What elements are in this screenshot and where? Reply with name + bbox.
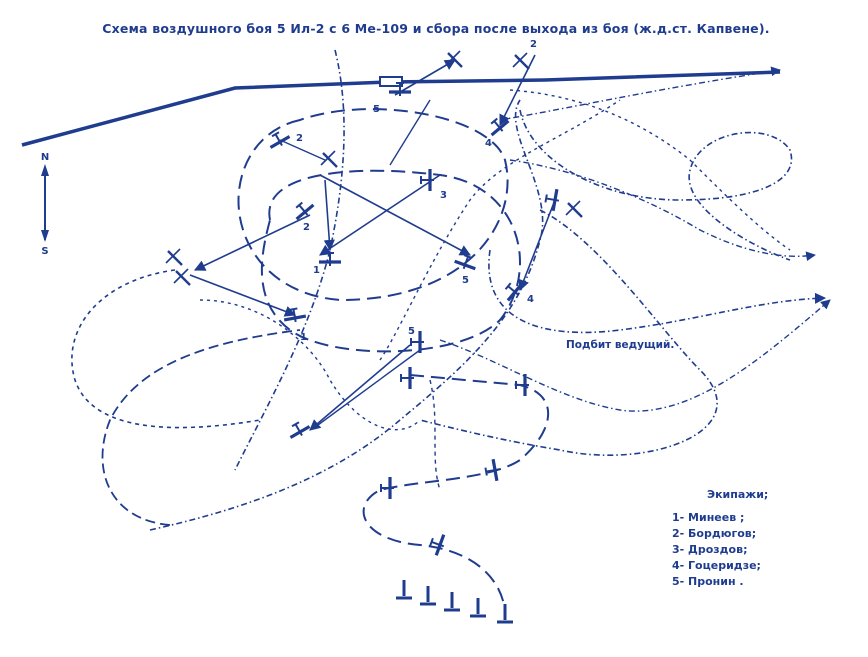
flight-path-b	[71, 269, 261, 429]
attack-line-5	[189, 274, 297, 317]
aircraft-number-label: 3	[440, 190, 447, 201]
attack-line-12	[279, 139, 326, 161]
defensive-circle-inner	[260, 169, 521, 353]
flight-path-m	[379, 99, 621, 361]
legend-crew-item: 1- Минеев ;	[672, 511, 744, 524]
attack-line-2	[323, 179, 335, 252]
formation-aircraft	[470, 598, 486, 618]
compass-arrow	[41, 164, 49, 242]
final-formation	[396, 580, 513, 624]
me109-fighter-symbol	[164, 247, 184, 267]
formation-aircraft	[420, 586, 436, 606]
flight-path-g	[419, 209, 718, 456]
railway-station-marker	[379, 76, 403, 87]
il2-aircraft-symbol	[399, 365, 416, 391]
aircraft-number-label: 2	[303, 222, 310, 233]
flight-path-c	[101, 329, 301, 526]
flight-path-e	[519, 109, 793, 261]
crew-legend: Экипажи; 1- Минеев ; 2- Бордюгов; 3- Дро…	[672, 488, 768, 588]
il2-aircraft-symbol	[426, 529, 450, 559]
formation-aircraft	[396, 580, 412, 600]
flight-path-f	[509, 89, 791, 251]
flight-path-l	[199, 299, 421, 431]
compass-north-label: N	[41, 152, 49, 163]
aircraft-number-label: 1	[313, 265, 320, 276]
legend-crew-item: 3- Дроздов;	[672, 543, 747, 556]
me109-fighter-symbol	[511, 51, 531, 71]
attack-line-8	[518, 199, 556, 292]
il2-aircraft-symbol	[284, 417, 314, 443]
il2-aircraft-symbol	[484, 112, 513, 140]
il2-aircraft-symbol	[317, 251, 343, 268]
me109-fighter-symbol	[172, 267, 192, 287]
me109-fighter-symbol	[564, 199, 584, 219]
attack-line-10	[499, 54, 536, 127]
aircraft-number-label: 1	[300, 332, 307, 343]
flight-path-j	[439, 299, 831, 412]
aircraft-number-label: 4	[485, 138, 492, 149]
il2-aircraft-symbol	[264, 127, 294, 153]
attack-line-11	[389, 99, 431, 166]
diagram-title: Схема воздушного боя 5 Ил-2 с 6 Ме-109 и…	[102, 21, 769, 36]
attack-line-1	[319, 174, 471, 256]
aircraft-number-label: 4	[527, 294, 534, 305]
legend-crew-item: 5- Пронин .	[672, 575, 744, 588]
flight-path-d	[149, 99, 544, 531]
aircraft-number-label: 2	[530, 39, 537, 50]
attack-line-6	[309, 344, 411, 431]
il2-aircraft-symbol	[379, 475, 396, 501]
compass-south-label: S	[41, 246, 48, 257]
legend-crew-item: 2- Бордюгов;	[672, 527, 756, 540]
aircraft-number-label: 2	[296, 133, 303, 144]
annotation-lead-hit: Подбит ведущий.	[566, 339, 674, 351]
attack-line-9	[394, 59, 456, 96]
legend-heading: Экипажи;	[707, 488, 768, 501]
defensive-circle-outer	[237, 108, 509, 302]
attack-line-4	[319, 174, 441, 256]
aircraft-number-label: 5	[408, 326, 415, 337]
formation-aircraft	[497, 604, 513, 624]
rejoin-track	[362, 374, 550, 611]
il2-aircraft-symbol	[542, 186, 563, 214]
flight-path-i	[509, 159, 816, 262]
il2-aircraft-symbol	[281, 305, 309, 326]
rejoin-track-2	[429, 379, 441, 491]
aircraft-number-label: 5	[373, 104, 380, 115]
attack-line-7	[317, 349, 421, 426]
legend-crew-item: 4- Гоцеридзе;	[672, 559, 761, 572]
aircraft-number-label: 5	[462, 275, 469, 286]
attack-line-3	[193, 214, 311, 271]
flight-path-h	[488, 249, 827, 334]
formation-aircraft	[444, 592, 460, 612]
flight-path-a	[234, 49, 345, 471]
